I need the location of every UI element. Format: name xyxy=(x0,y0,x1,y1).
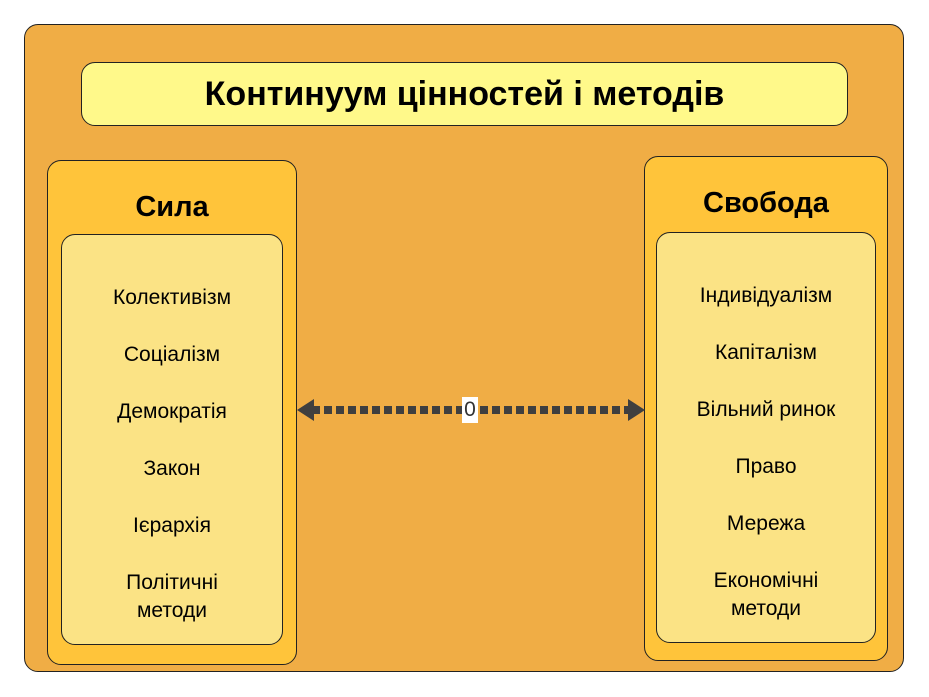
panel-freedom-list: Індивідуалізм Капіталізм Вільний ринок П… xyxy=(656,232,876,643)
panel-freedom-heading: Свобода xyxy=(703,187,829,219)
list-item: Соціалізм xyxy=(123,343,221,366)
list-item: Право xyxy=(735,455,797,478)
list-item: Закон xyxy=(143,457,201,480)
list-item: Індивідуалізм xyxy=(699,284,833,307)
list-item: Економічні методи xyxy=(713,569,819,620)
list-item: Капіталізм xyxy=(715,341,817,364)
list-item: Мережа xyxy=(726,512,806,535)
list-item: Демократія xyxy=(117,400,227,423)
list-item: Вільний ринок xyxy=(696,398,836,421)
list-item: Колективізм xyxy=(112,286,232,309)
diagram-title: Континуум цінностей і методів xyxy=(81,62,848,126)
panel-power-heading: Сила xyxy=(135,191,209,223)
arrowhead-right-icon xyxy=(628,399,645,421)
connector-label: 0 xyxy=(462,397,478,423)
list-item: Ієрархія xyxy=(133,514,211,537)
list-item: Політичні методи xyxy=(126,571,218,622)
arrowhead-left-icon xyxy=(297,399,314,421)
panel-power-list: Колективізм Соціалізм Демократія Закон І… xyxy=(61,234,283,645)
